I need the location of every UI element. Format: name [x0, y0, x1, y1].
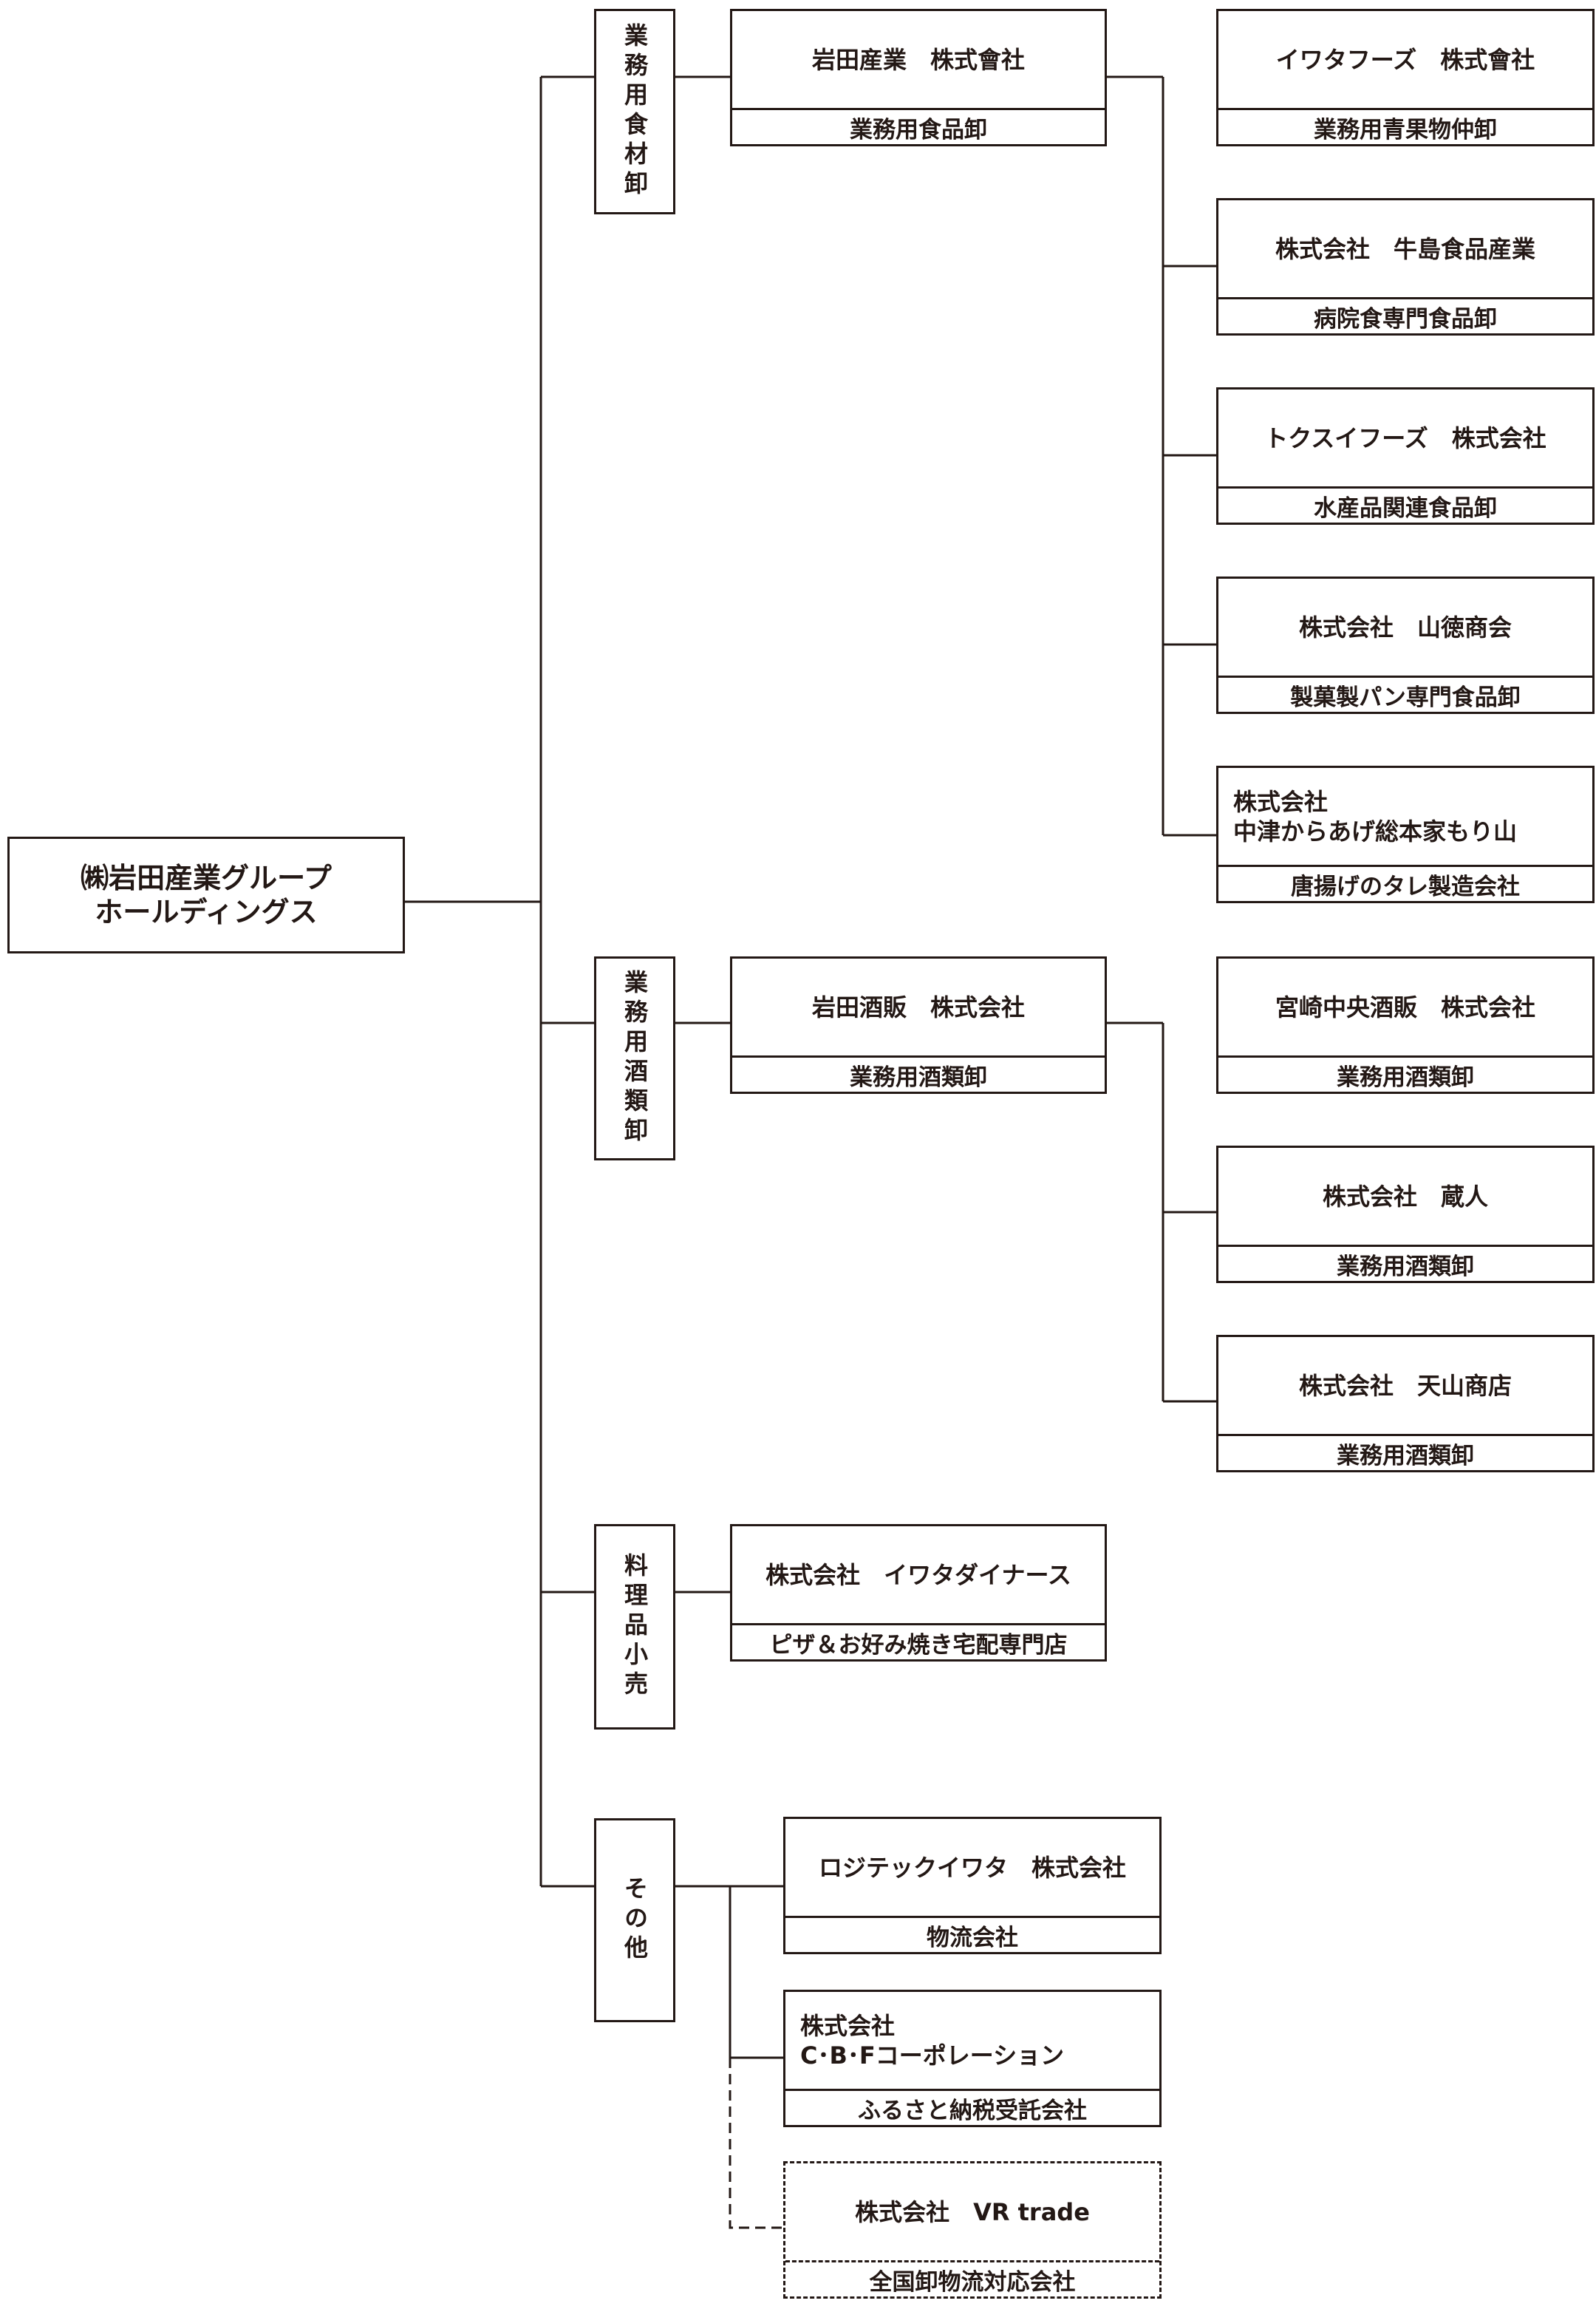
- company-box: 株式会社 イワタダイナースピザ＆お好み焼き宅配専門店: [730, 1524, 1107, 1662]
- company-box: 株式会社 VR trade 全国卸物流対応会社: [783, 2161, 1162, 2299]
- company-business: ピザ＆お好み焼き宅配専門店: [732, 1623, 1105, 1659]
- company-name: 岩田酒販 株式会社: [811, 993, 1025, 1021]
- company-box: 宮崎中央酒販 株式会社業務用酒類卸: [1216, 956, 1595, 1094]
- company-box: 株式会社 中津からあげ総本家もり山唐揚げのタレ製造会社: [1216, 766, 1595, 903]
- company-name: トクスイフーズ 株式会社: [1264, 424, 1546, 452]
- company-name: 株式会社 中津からあげ総本家もり山: [1233, 787, 1518, 846]
- company-box: 株式会社 牛島食品産業病院食専門食品卸: [1216, 198, 1595, 336]
- category-box: その他: [594, 1818, 675, 2022]
- category-box: 料理品小売: [594, 1524, 675, 1730]
- company-business: 唐揚げのタレ製造会社: [1218, 865, 1592, 901]
- company-business: 製菓製パン専門食品卸: [1218, 676, 1592, 712]
- company-business: 病院食専門食品卸: [1218, 297, 1592, 333]
- company-box: トクスイフーズ 株式会社水産品関連食品卸: [1216, 387, 1595, 525]
- company-box: イワタフーズ 株式會社業務用青果物仲卸: [1216, 9, 1595, 146]
- group4-dashed-branch: [729, 2058, 783, 2229]
- company-business: 水産品関連食品卸: [1218, 486, 1592, 523]
- company-business: 業務用酒類卸: [1218, 1055, 1592, 1092]
- company-name: 株式会社 蔵人: [1322, 1182, 1488, 1211]
- company-name: 株式会社 VR trade: [855, 2197, 1090, 2226]
- category-label: 料理品小売: [621, 1553, 649, 1701]
- category-box: 業務用食材卸: [594, 9, 675, 214]
- company-name: 株式会社 天山商店: [1298, 1371, 1512, 1400]
- category-box: 業務用酒類卸: [594, 956, 675, 1160]
- company-box: 岩田酒販 株式会社業務用酒類卸: [730, 956, 1107, 1094]
- company-business: 業務用酒類卸: [1218, 1245, 1592, 1281]
- root-name-line1: ㈱岩田産業グループ: [81, 862, 332, 894]
- company-business: 業務用酒類卸: [732, 1055, 1105, 1092]
- company-box: 株式会社 蔵人業務用酒類卸: [1216, 1146, 1595, 1283]
- root-company-box: ㈱岩田産業グループ ホールディングス: [7, 837, 405, 953]
- category-label: その他: [621, 1876, 649, 1965]
- company-business: 全国卸物流対応会社: [785, 2260, 1159, 2296]
- category-label: 業務用食材卸: [621, 23, 649, 200]
- company-name: 株式会社 イワタダイナース: [765, 1560, 1071, 1589]
- company-name: 株式会社 牛島食品産業: [1275, 234, 1535, 263]
- category-label: 業務用酒類卸: [621, 970, 649, 1147]
- root-name-line2: ホールディングス: [95, 896, 318, 928]
- company-name: 岩田産業 株式會社: [811, 45, 1025, 74]
- company-box: 岩田産業 株式會社業務用食品卸: [730, 9, 1107, 146]
- company-name: 株式会社 C･B･Fコーポレーション: [800, 2011, 1065, 2070]
- company-box: 株式会社 天山商店業務用酒類卸: [1216, 1335, 1595, 1472]
- company-box: 株式会社 山徳商会製菓製パン専門食品卸: [1216, 577, 1595, 714]
- company-name: ロジテックイワタ 株式会社: [818, 1853, 1126, 1882]
- company-name: イワタフーズ 株式會社: [1275, 45, 1535, 74]
- company-box: ロジテックイワタ 株式会社物流会社: [783, 1817, 1162, 1954]
- company-business: 業務用酒類卸: [1218, 1434, 1592, 1470]
- company-business: 業務用青果物仲卸: [1218, 108, 1592, 144]
- company-business: 業務用食品卸: [732, 108, 1105, 144]
- company-business: 物流会社: [785, 1916, 1159, 1952]
- company-name: 株式会社 山徳商会: [1298, 613, 1512, 642]
- company-business: ふるさと納税受託会社: [785, 2089, 1159, 2125]
- company-box: 株式会社 C･B･Fコーポレーションふるさと納税受託会社: [783, 1990, 1162, 2127]
- company-name: 宮崎中央酒販 株式会社: [1275, 993, 1535, 1021]
